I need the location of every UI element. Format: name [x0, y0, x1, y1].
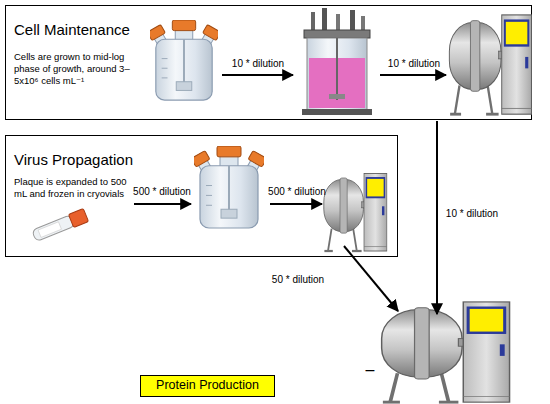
cryovial [31, 209, 88, 243]
spinner-flask [147, 20, 221, 100]
bioreactor-machine [382, 302, 510, 402]
bioreactor-machine [324, 173, 387, 251]
dilution-label: 10 * dilution [232, 58, 284, 69]
dilution-label: 500 * dilution [133, 186, 191, 197]
section-title: Cell Maintenance [14, 21, 130, 40]
bioreactor-machine [449, 15, 531, 114]
spinner-flask [191, 146, 267, 228]
bioreactor [302, 8, 372, 115]
flow-arrow [270, 203, 322, 205]
flow-arrow [222, 74, 293, 76]
flow-arrows [134, 75, 446, 314]
dilution-label: 500 * dilution [268, 186, 326, 197]
flow-arrow [380, 74, 446, 76]
flow-arrow [344, 246, 398, 311]
flow-arrow [436, 121, 438, 314]
flow-arrow [134, 203, 191, 205]
dilution-label: 10 * dilution [388, 58, 440, 69]
stage-box: Protein Production [140, 375, 275, 397]
stage-title: Protein Production [141, 378, 274, 394]
section-note: Cells are grown to mid-log phase of grow… [14, 51, 146, 87]
dilution-label: 10 * dilution [446, 208, 498, 219]
dash-mark: – [366, 361, 375, 379]
section-title: Virus Propagation [14, 151, 133, 170]
section-note: Plaque is expanded to 500 mL and frozen … [14, 176, 132, 200]
dilution-label: 50 * dilution [272, 274, 324, 285]
section-panel: Virus PropagationPlaque is expanded to 5… [5, 135, 398, 257]
